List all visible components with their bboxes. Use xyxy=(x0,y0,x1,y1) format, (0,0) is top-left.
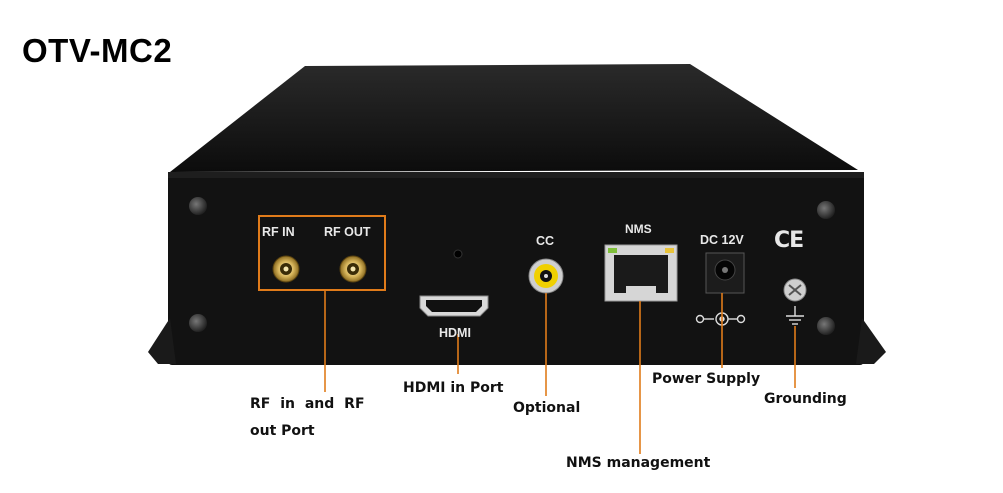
indicator-hole-icon xyxy=(453,249,463,259)
screw-icon xyxy=(817,201,835,219)
screw-icon xyxy=(189,314,207,332)
callout-hdmi-in-port: HDMI in Port xyxy=(403,380,504,396)
rf-out-connector-icon xyxy=(339,255,367,283)
dc-power-jack-icon xyxy=(705,252,745,294)
callout-optional: Optional xyxy=(513,400,581,416)
mount-foot-left xyxy=(148,318,176,364)
rf-port-frame xyxy=(258,215,386,291)
rf-in-connector-icon xyxy=(272,255,300,283)
case-rear-face xyxy=(168,172,864,365)
panel-label-cc: CC xyxy=(536,234,555,248)
callout-power-supply: Power Supply xyxy=(652,371,761,387)
mount-foot-right xyxy=(856,318,886,364)
callout-rf-ports-line2: out Port xyxy=(250,423,315,439)
page-title: OTV-MC2 xyxy=(22,32,173,69)
ground-symbol-icon xyxy=(786,306,804,325)
screw-icon xyxy=(817,317,835,335)
callout-grounding: Grounding xyxy=(764,391,847,407)
panel-label-dc-12v: DC 12V xyxy=(700,233,744,247)
ce-mark: CE xyxy=(774,228,804,253)
callout-nms-management: NMS management xyxy=(566,455,711,471)
screw-icon xyxy=(189,197,207,215)
panel-label-rf-out: RF OUT xyxy=(324,225,371,239)
callout-rf-ports-line1: RF in and RF xyxy=(250,396,365,412)
cc-rca-connector-icon xyxy=(528,258,564,294)
case-top xyxy=(170,64,858,172)
panel-label-rf-in: RF IN xyxy=(262,225,295,239)
panel-label-hdmi: HDMI xyxy=(439,326,471,340)
hdmi-port-icon xyxy=(419,295,489,317)
ground-screw-icon xyxy=(783,278,807,302)
nms-rj45-port-icon xyxy=(604,244,678,302)
panel-label-nms: NMS xyxy=(625,222,652,236)
